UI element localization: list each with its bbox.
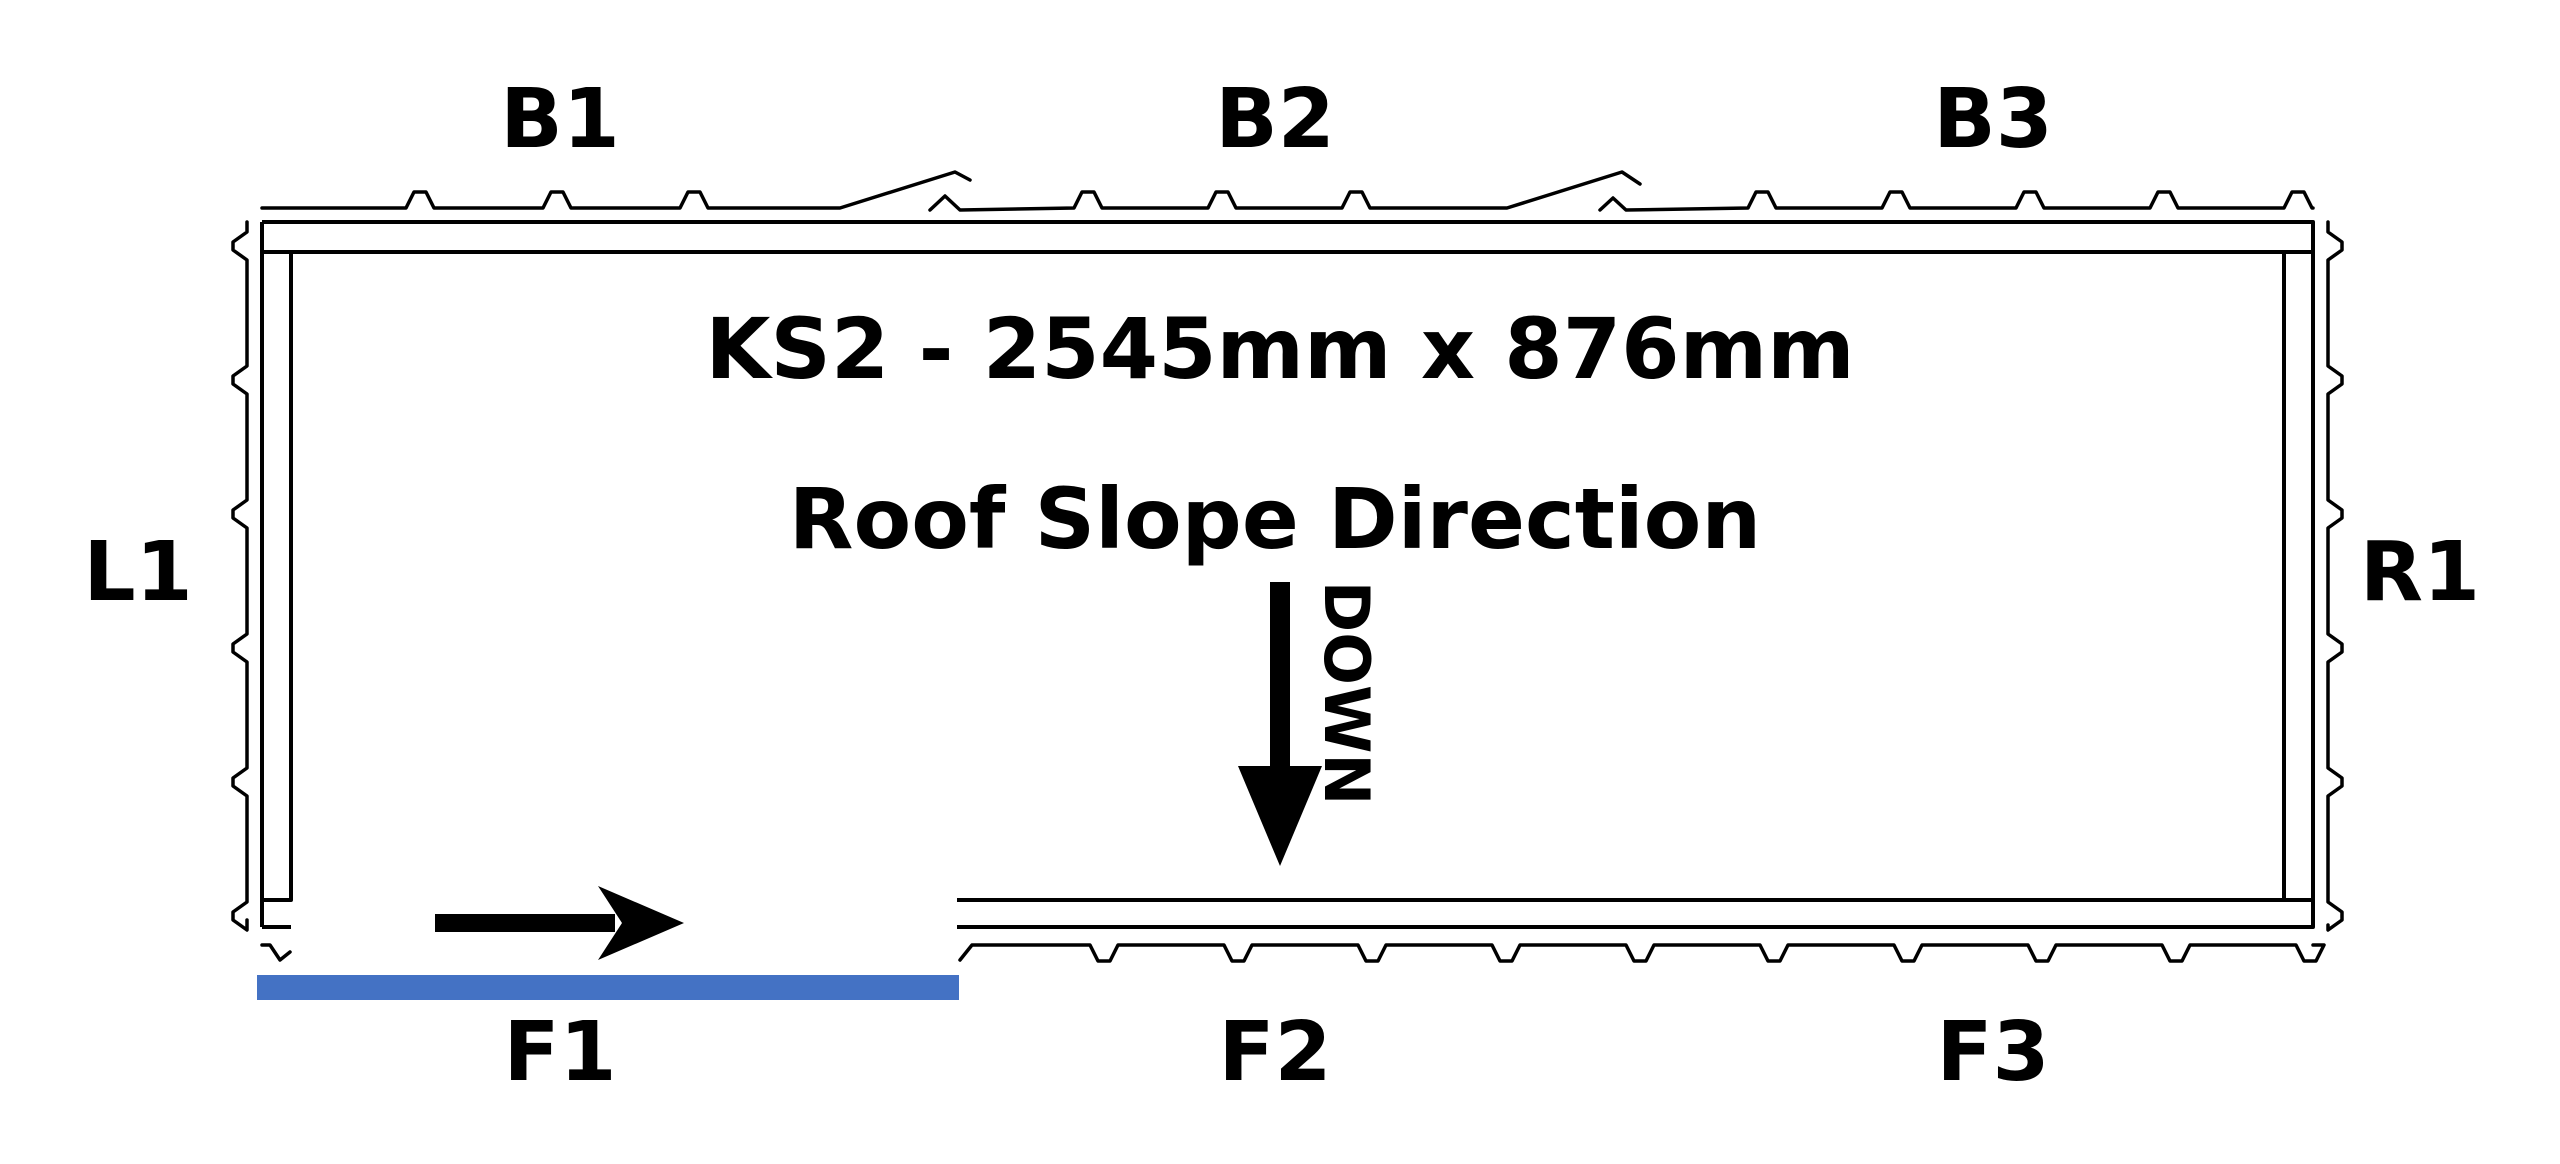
edge-label-b1: B1 xyxy=(500,72,620,167)
left-edge-profile xyxy=(231,220,249,932)
edge-label-l1: L1 xyxy=(83,525,192,620)
f1-highlight-bar xyxy=(257,975,959,1000)
edge-label-b3: B3 xyxy=(1933,72,2053,167)
front-left-corner-profile xyxy=(260,943,292,962)
arrow-down-icon xyxy=(1238,582,1322,866)
arrow-right-icon xyxy=(435,886,684,960)
edge-label-f1: F1 xyxy=(503,1005,616,1100)
right-edge-profile xyxy=(2326,220,2344,932)
panel-frame xyxy=(260,220,2315,929)
back-edge-profile xyxy=(260,170,2315,212)
front-edge-profile xyxy=(958,943,2326,963)
edge-label-b2: B2 xyxy=(1215,72,1335,167)
edge-label-f2: F2 xyxy=(1218,1005,1331,1100)
panel-title: KS2 - 2545mm x 876mm xyxy=(705,300,1854,398)
edge-label-r1: R1 xyxy=(2360,525,2480,620)
direction-label: DOWN xyxy=(1310,581,1383,805)
slope-direction-label: Roof Slope Direction xyxy=(789,470,1761,568)
edge-label-f3: F3 xyxy=(1936,1005,2049,1100)
